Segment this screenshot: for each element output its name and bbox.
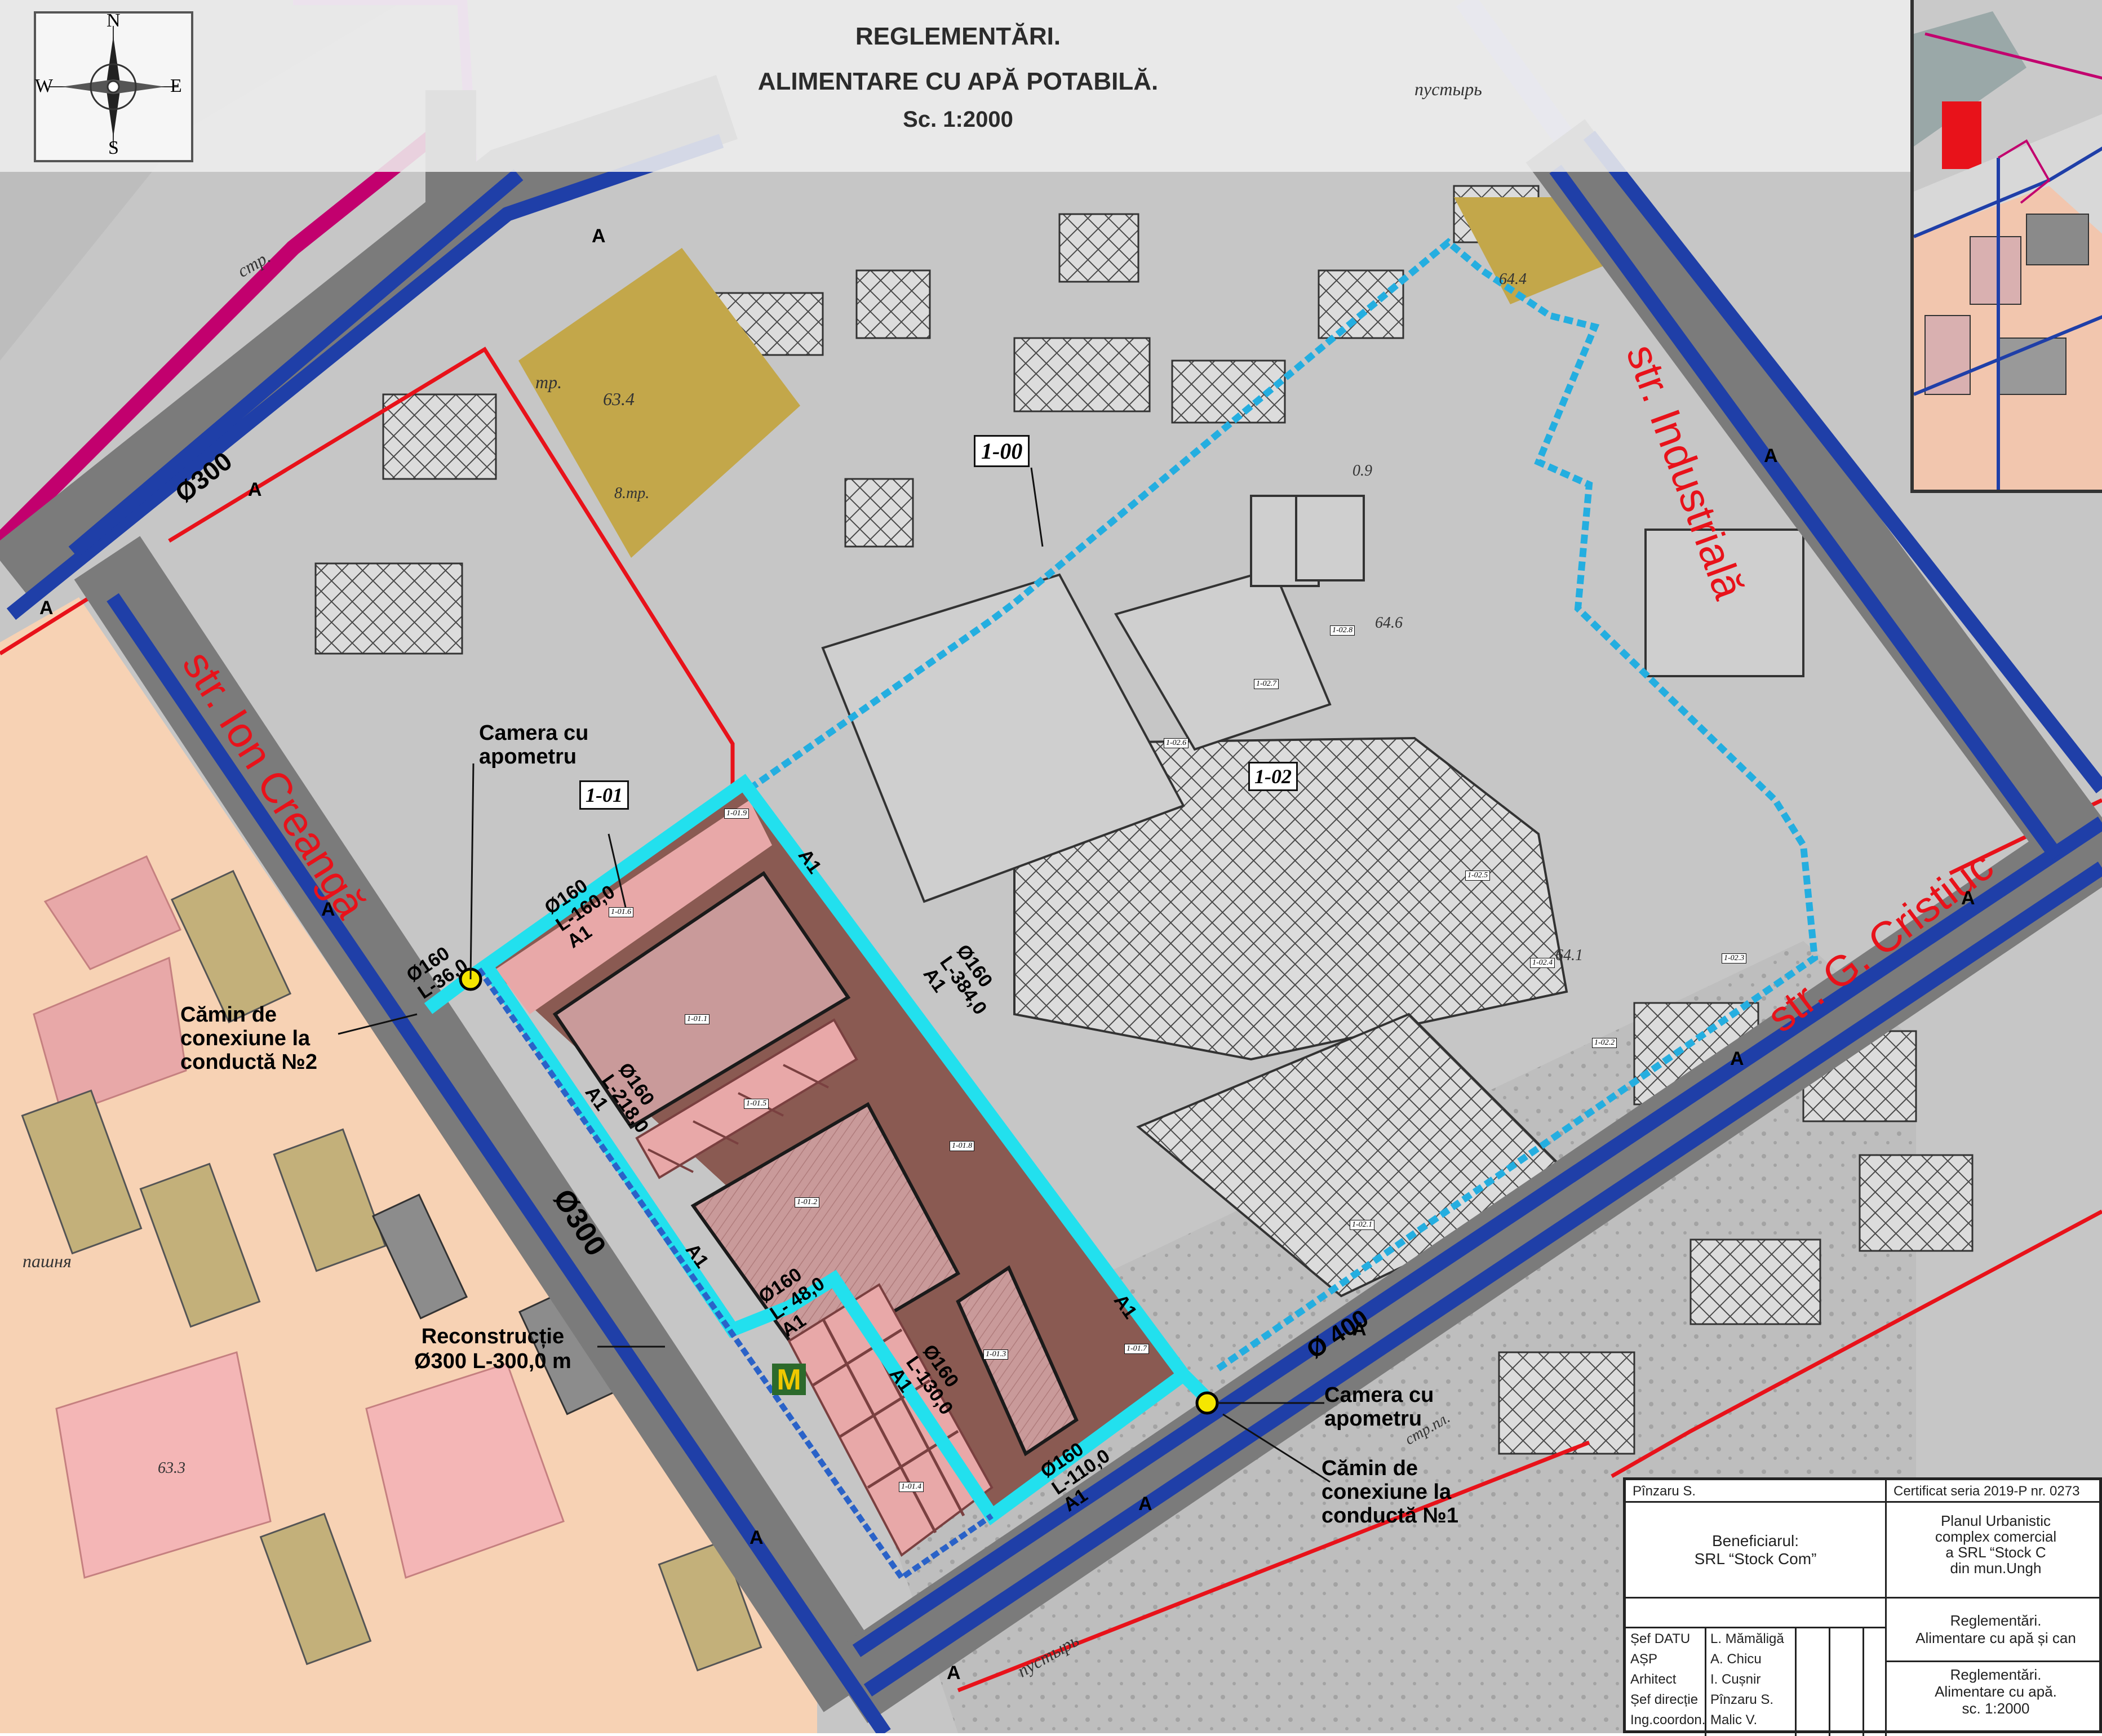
subzone-label: 1-02.3: [1722, 953, 1747, 964]
subzone-label: 1-02.7: [1254, 679, 1279, 689]
person-name: Malic V.: [1710, 1712, 1758, 1728]
road-marker: A: [1764, 445, 1778, 467]
map-annotation: 63.3: [158, 1459, 185, 1477]
subzone-label: 1-01.4: [899, 1482, 924, 1492]
subzone-label: 1-02.4: [1530, 958, 1555, 968]
role: AȘP: [1630, 1651, 1658, 1667]
title-band: REGLEMENTĂRI. ALIMENTARE CU APĂ POTABILĂ…: [0, 0, 1916, 172]
map-annotation: 64.6: [1375, 614, 1403, 632]
zone-label-1-00: 1-00: [974, 435, 1030, 467]
callout-leaders: [338, 467, 1331, 1483]
road-marker: A: [750, 1527, 764, 1548]
title-block-main-row: Beneficiarul: SRL “Stock Com” Planul Urb…: [1626, 1503, 2102, 1599]
residential-buildings: [21, 855, 762, 1672]
beneficiary-cell: Beneficiarul: SRL “Stock Com”: [1626, 1503, 1885, 1599]
subzone-label: 1-02.6: [1164, 738, 1189, 748]
subzone-label: 1-02.2: [1592, 1038, 1617, 1048]
compass-icon: [48, 26, 178, 148]
person-name: Pînzaru S.: [1710, 1692, 1774, 1707]
subzone-label: 1-02.1: [1350, 1220, 1375, 1230]
project-cell: Planul Urbanistic complex comercial a SR…: [1935, 1512, 2057, 1577]
beneficiary-label: Beneficiarul:: [1711, 1532, 1799, 1549]
map-annotation: 8.тр.: [614, 485, 650, 502]
road-marker: A: [1961, 887, 1975, 909]
subzone-label: 1-01.2: [795, 1197, 820, 1207]
fast-food-logo: M: [772, 1364, 806, 1396]
map-annotation: пустырь: [1414, 79, 1482, 99]
callout-meter-right: Camera cu apometru: [1324, 1383, 1434, 1431]
divider: [1885, 1599, 1887, 1736]
author-top: Pînzaru S.: [1633, 1484, 1696, 1499]
zone-label-1-01: 1-01: [579, 780, 629, 810]
subzone-label: 1-01.7: [1124, 1344, 1150, 1354]
map-annotation: 63.4: [603, 389, 635, 409]
title-block-top-row: Pînzaru S. Certificat seria 2019-P nr. 0…: [1626, 1480, 2102, 1503]
role: Șef DATU: [1630, 1631, 1691, 1646]
map-subtitle: ALIMENTARE CU APĂ POTABILĂ.: [757, 68, 1159, 95]
subzone-label: 1-01.8: [950, 1141, 975, 1151]
zone-label-1-02: 1-02: [1248, 762, 1298, 791]
new-pipe-blue: [476, 967, 994, 1582]
map-title: REGLEMENTĂRI.: [855, 23, 1061, 50]
compass-rose: N S E W: [34, 10, 193, 162]
person-name: A. Chicu: [1710, 1651, 1762, 1667]
person-name: I. Cușnir: [1710, 1672, 1761, 1687]
compass-west: W: [35, 76, 54, 96]
subzone-label: 1-02.8: [1330, 625, 1355, 636]
road-marker: A: [1352, 1318, 1367, 1340]
meter-chamber-right: [1195, 1391, 1219, 1415]
site-pink-strip: [496, 800, 772, 1014]
subzone-label: 1-01.9: [724, 809, 750, 819]
road-marker: A: [1138, 1493, 1152, 1515]
water-mains: [6, 130, 2102, 1733]
callout-connection-2: Cămin de conexiune la conductă №2: [180, 1003, 317, 1074]
beneficiary-name: SRL “Stock Com”: [1694, 1550, 1817, 1568]
existing-pipe: [747, 238, 1819, 1372]
subzone-label: 1-01.3: [983, 1349, 1009, 1360]
map-annotation: пашня: [23, 1251, 72, 1271]
divider: [1885, 1503, 1887, 1599]
map-annotation: тр.: [535, 372, 562, 392]
sheet-cell: Reglementări. Alimentare cu apă. sc. 1:2…: [1935, 1666, 2057, 1717]
building-1-01-3: [956, 1265, 1079, 1457]
inset-map-graphic: [1914, 0, 2102, 490]
road-marker: A: [1730, 1048, 1744, 1069]
callout-connection-1: Cămin de conexiune la conductă №1: [1321, 1457, 1458, 1528]
map-scale: Sc. 1:2000: [903, 107, 1013, 132]
compass-north: N: [107, 10, 121, 31]
olive-zone-north: [518, 248, 800, 558]
compass-south: S: [108, 137, 119, 158]
role: Șef direcție: [1630, 1692, 1699, 1707]
road-marker: A: [947, 1662, 961, 1684]
map-annotation: 0.9: [1352, 462, 1372, 479]
map-annotation: 64.4: [1499, 270, 1527, 288]
divider: [1885, 1480, 1887, 1503]
subzone-label: 1-02.5: [1465, 871, 1491, 881]
callout-meter-left: Camera cu apometru: [479, 721, 589, 769]
roles-table: Șef DATU AȘP Arhitect Șef direcție Ing.c…: [1626, 1599, 1885, 1736]
building-1-01-1: [552, 871, 851, 1130]
olive-zone-east: [1454, 197, 1606, 304]
role: Ing.coordon.: [1630, 1712, 1706, 1728]
svg-text:M: M: [777, 1364, 801, 1396]
road-marker: A: [592, 225, 606, 247]
certificate: Certificat seria 2019-P nr. 0273: [1893, 1484, 2080, 1499]
subzone-label: 1-01.6: [609, 907, 634, 917]
map-annotation: 64.1: [1555, 947, 1583, 964]
section-cell: Reglementări. Alimentare cu apă și can: [1887, 1599, 2102, 1662]
title-block: Pînzaru S. Certificat seria 2019-P nr. 0…: [1623, 1477, 2102, 1736]
person-name: L. Mămăligă: [1710, 1631, 1784, 1646]
callout-reconstruction: Reconstrucție Ø300 L-300,0 m: [414, 1325, 571, 1373]
road-marker: A: [39, 597, 54, 619]
subzone-label: 1-01.1: [685, 1014, 710, 1024]
inset-overview-map: [1910, 0, 2102, 493]
road-marker: A: [321, 899, 335, 920]
role: Arhitect: [1630, 1672, 1677, 1687]
compass-east: E: [170, 76, 182, 96]
road-marker: A: [248, 479, 262, 500]
subzone-label: 1-01.5: [744, 1099, 769, 1109]
